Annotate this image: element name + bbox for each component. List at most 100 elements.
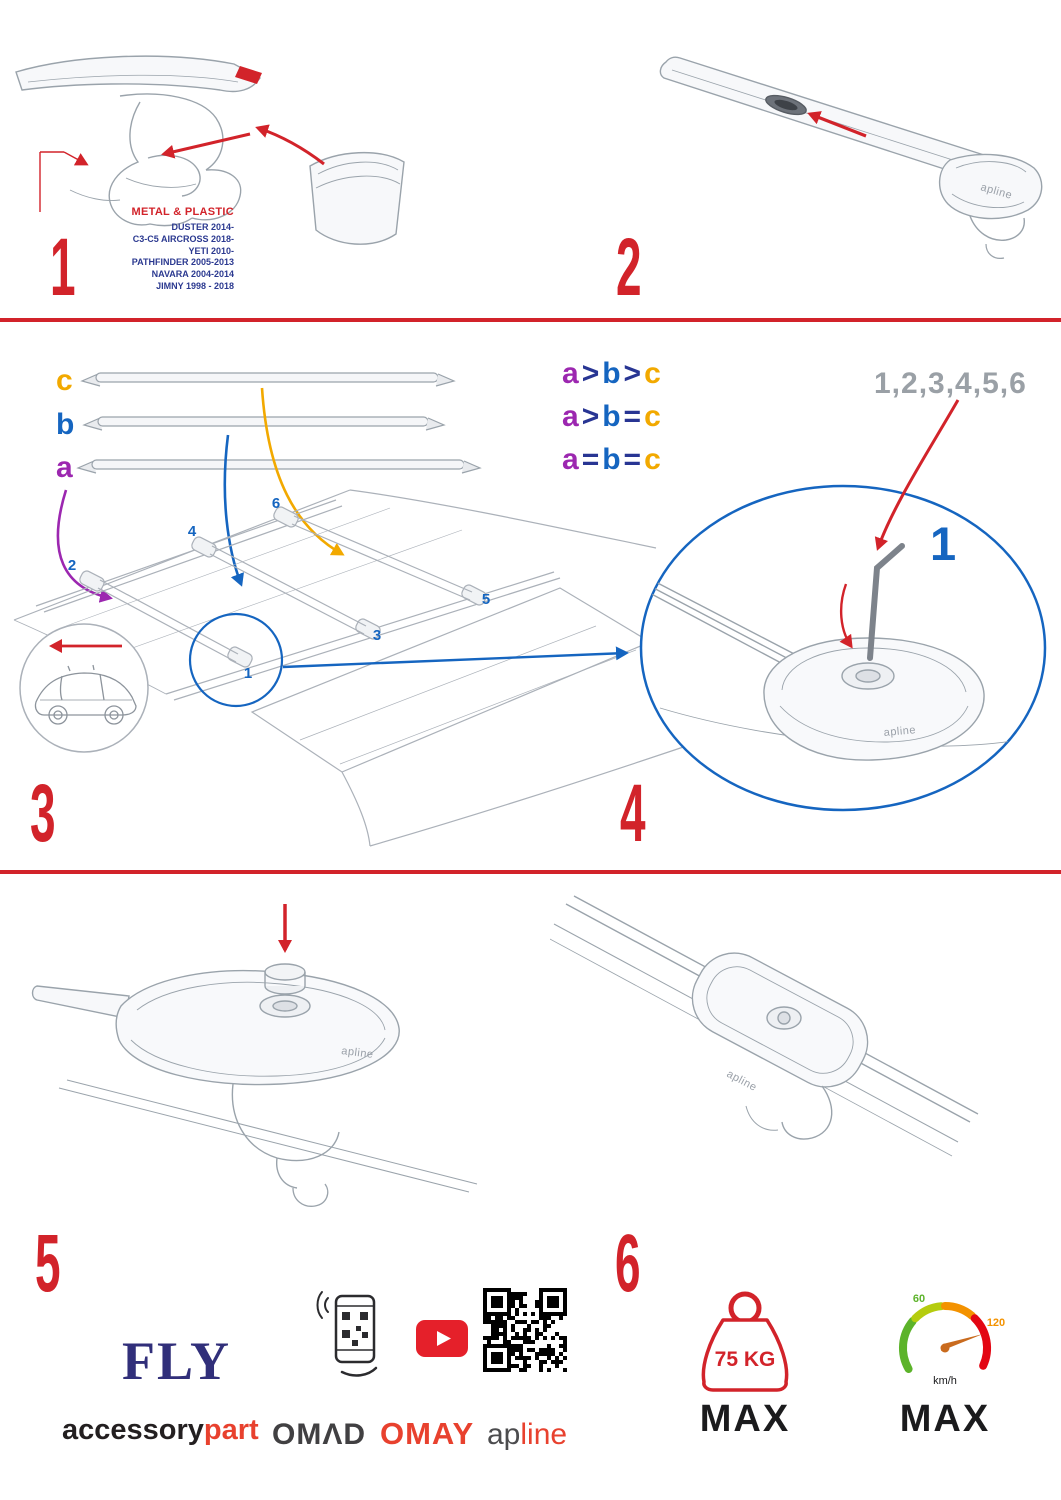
step1-drawing [15,55,405,245]
model-item: JIMNY 1998 - 2018 [156,280,234,291]
section-divider [0,318,1061,322]
bar-label-a: a [56,451,73,484]
material-label: METAL & PLASTIC [131,206,234,218]
gauge-needle [941,1334,983,1351]
car-direction-inset [19,623,149,753]
position-6: 6 [272,495,280,512]
formula-op: > [581,356,600,390]
step1-arrows [39,124,325,212]
tighten-order-arrow [874,399,960,551]
model-item: YETI 2010- [188,245,234,256]
accessorypart-black: accessory [62,1414,204,1446]
bar-with-foot-sketch [659,56,1043,259]
position-1: 1 [244,665,252,682]
formula-b: b [602,399,621,433]
weight-icon: 75 KG [701,1291,789,1392]
allen-key [867,543,905,661]
position-3: 3 [373,627,381,644]
speed-high-label: 120 [987,1317,1005,1329]
step-number-4: 4 [620,768,646,859]
step3-step4-drawing: c b a [13,364,1047,847]
leader-arrow [63,151,89,166]
step2-drawing: apline [659,56,1043,259]
formula-c: c [644,442,661,476]
first-position-label: 1 [930,517,957,570]
apline-line: line [520,1418,568,1451]
step-number-2: 2 [616,222,642,313]
formula-row: a>b>c [562,352,661,395]
connector-c [260,387,345,556]
phone-scan-icon [316,1291,378,1377]
foot-logo-text: apline [341,1045,375,1061]
section-divider [0,870,1061,874]
brand-plate [235,66,262,84]
formula-a: a [562,356,579,390]
car-roof-sketch [13,489,711,847]
step-number-3: 3 [30,768,56,859]
youtube-icon [416,1320,468,1357]
formula-a: a [562,442,579,476]
fly-logo: FLY [122,1331,232,1391]
mounted-crossbars [79,506,487,668]
foot-top-view-sketch [643,543,1031,761]
foot-logo-text: apline [883,724,916,739]
position-2: 2 [68,557,76,574]
formula-op: > [623,356,642,390]
model-item: NAVARA 2004-2014 [151,269,234,280]
small-car-sketch [34,664,137,725]
model-list: DUSTER 2014- C3-C5 AIRCROSS 2018- YETI 2… [64,222,234,293]
formula-op: = [581,442,600,476]
connector-b [223,434,244,587]
step-number-6: 6 [615,1218,641,1309]
step5-drawing: apline [31,904,478,1207]
formula-op: = [623,442,642,476]
formula-c: c [644,399,661,433]
speed-max-label: MAX [899,1398,991,1440]
model-item: PATHFINDER 2005-2013 [131,257,234,268]
model-item: C3-C5 AIRCROSS 2018- [132,233,234,244]
apline-logo: apline [487,1418,567,1452]
pad-to-bar-arrow [255,124,325,166]
lock-knob [264,963,306,995]
foot-knob-sketch [31,963,478,1207]
crossbar-samples [76,372,482,474]
bar-to-clamp-arrow [161,132,251,159]
slide-in-arrow [807,111,867,138]
step-number-5: 5 [35,1218,61,1309]
position-5: 5 [482,591,490,608]
formula-b: b [602,442,621,476]
foot1-highlight-circle [188,612,284,708]
tighten-order-label: 1,2,3,4,5,6 [874,367,1027,400]
weight-value: 75 KG [715,1348,776,1371]
speedometer-icon: 60 120 km/h [898,1293,1005,1387]
apline-ap: ap [487,1418,521,1451]
step6-drawing: apline [550,895,979,1157]
bar-label-c: c [56,364,73,397]
step4-zoom-detail: apline [639,399,1047,812]
model-item: DUSTER 2014- [171,222,234,232]
formula-op: = [623,399,642,433]
foot-logo-text: apline [725,1068,759,1094]
formula-c: c [644,356,661,390]
formula-b: b [602,356,621,390]
formula-a: a [562,399,579,433]
omay-logo: OMAY [380,1416,475,1451]
formula-op: > [581,399,600,433]
formula-row: a=b=c [562,438,661,481]
speed-unit-label: km/h [933,1375,957,1387]
zoom-link-arrow [282,646,629,669]
step-number-1: 1 [50,222,76,313]
bar-label-b: b [56,408,74,441]
bar-end-clamp-sketch [15,55,405,245]
accessorypart-logo: accessorypart [62,1414,259,1447]
formula-row: a>b=c [562,395,661,438]
omad-logo: OMΛD [272,1418,366,1451]
size-formulas: a>b>c a>b=c a=b=c [562,352,661,481]
qr-code [483,1288,567,1372]
insert-key-arrow [839,583,853,649]
speed-low-label: 60 [913,1293,925,1305]
position-4: 4 [188,523,197,540]
foot-on-rail-sketch [550,895,979,1157]
weight-max-label: MAX [699,1398,791,1440]
